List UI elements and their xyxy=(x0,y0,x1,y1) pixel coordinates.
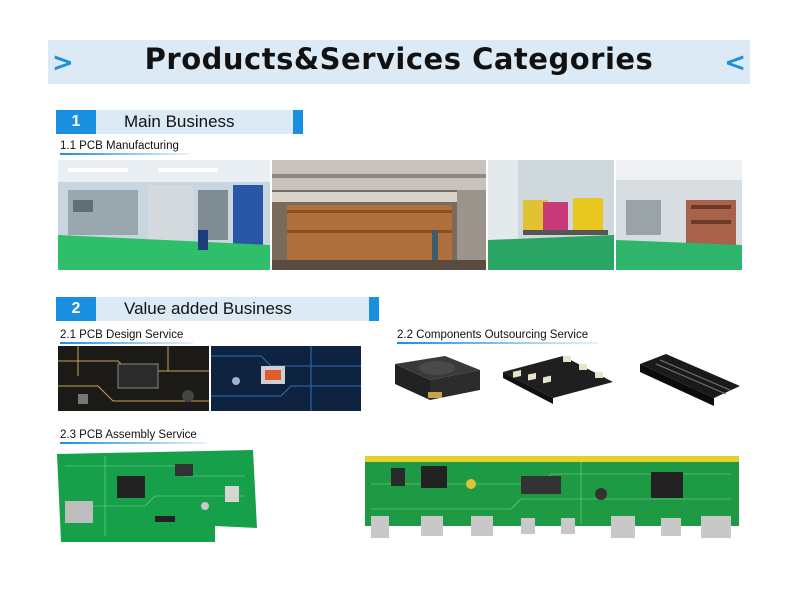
section-header-main-business: 1 Main Business xyxy=(56,110,303,134)
resistor-array-component xyxy=(493,352,621,407)
pcb-assembly-board-2 xyxy=(361,454,742,544)
factory-photo-2 xyxy=(272,160,486,270)
section-header-value-added-business: 2 Value added Business xyxy=(56,297,379,321)
section-number: 1 xyxy=(56,110,96,134)
header-banner: > Products&Services Categories < xyxy=(48,40,750,84)
subsection-pcb-design: 2.1 PCB Design Service xyxy=(60,329,194,344)
factory-photo-1 xyxy=(58,160,270,270)
section-title: Value added Business xyxy=(124,299,292,318)
subsection-components-outsourcing: 2.2 Components Outsourcing Service xyxy=(397,329,599,344)
factory-photo-3 xyxy=(488,160,614,270)
section-accent-bar xyxy=(369,297,379,321)
subsection-pcb-assembly: 2.3 PCB Assembly Service xyxy=(60,429,207,444)
pcb-design-photo-1 xyxy=(58,346,209,411)
chevron-right-icon: > xyxy=(52,48,74,78)
section-title: Main Business xyxy=(124,112,235,131)
section-number: 2 xyxy=(56,297,96,321)
pcb-design-photo-2 xyxy=(211,346,361,411)
factory-photo-4 xyxy=(616,160,742,270)
connector-component xyxy=(636,350,742,408)
page-title: Products&Services Categories xyxy=(144,42,654,76)
inductor-component xyxy=(385,352,485,404)
pcb-assembly-board-1 xyxy=(55,446,259,546)
section-accent-bar xyxy=(293,110,303,134)
subsection-pcb-manufacturing: 1.1 PCB Manufacturing xyxy=(60,140,189,155)
chevron-left-icon: < xyxy=(724,48,746,78)
